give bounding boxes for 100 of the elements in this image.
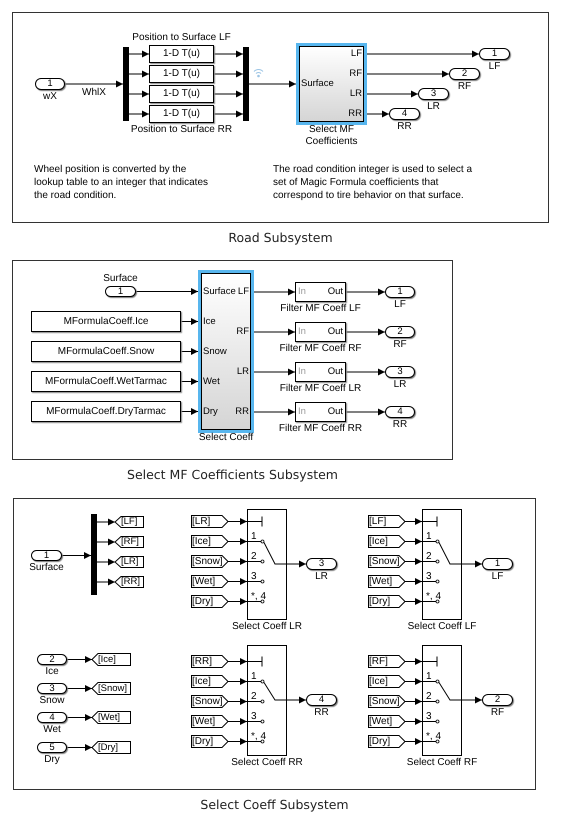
port-number: 1 — [44, 550, 50, 560]
signal-line — [128, 110, 150, 118]
port-label: 2 — [426, 690, 432, 702]
signal-line — [228, 538, 248, 545]
from-tag — [191, 575, 228, 588]
port-number: 3 — [397, 367, 403, 377]
signal-line — [128, 90, 150, 98]
panel-caption: Select MF Coefficients Subsystem — [127, 466, 338, 484]
signal-line — [254, 368, 296, 376]
from-tag — [368, 515, 405, 528]
signal-line — [366, 90, 418, 98]
port-label: *, 4 — [251, 730, 266, 742]
signal-line — [404, 738, 422, 745]
from-tag — [368, 735, 405, 748]
signal-line — [180, 408, 198, 415]
block-caption: Select MF Coefficients — [304, 124, 359, 148]
from-tag — [191, 515, 228, 528]
tag-label: [Snow] — [191, 556, 223, 566]
port-label: 2 — [251, 690, 257, 702]
table-label: 1-D T(u) — [162, 89, 200, 99]
port-label: In — [298, 326, 306, 337]
tag-label: [Wet] — [191, 716, 216, 726]
signal-line — [180, 348, 198, 355]
goto-tag — [92, 682, 131, 695]
edge-label: WhlX — [81, 87, 107, 98]
signal-line — [66, 744, 92, 751]
tag-label: [Snow] — [97, 684, 128, 694]
block-caption: LF — [488, 61, 500, 73]
port-label: Out — [328, 406, 343, 417]
from-tag — [191, 695, 228, 708]
port-number: 1 — [397, 287, 403, 297]
signal-line — [96, 538, 116, 546]
port-label: RR — [235, 406, 249, 417]
table-label: 1-D T(u) — [162, 109, 200, 119]
block-caption: Dry — [44, 754, 60, 766]
block-caption: wX — [43, 91, 57, 103]
signal-line — [96, 578, 116, 586]
constant-block — [31, 401, 181, 422]
block-caption: Filter MF Coeff LR — [280, 383, 362, 395]
from-tag — [368, 675, 405, 688]
tag-label: [Dry] — [368, 596, 390, 606]
signal-line — [366, 50, 480, 58]
constant-block — [31, 371, 181, 392]
port-number: 1 — [492, 49, 498, 59]
port-label: Out — [328, 286, 343, 297]
tag-label: [Wet] — [368, 576, 392, 586]
block-caption: RR — [392, 419, 408, 431]
goto-tag — [115, 536, 144, 548]
signal-line — [66, 714, 92, 721]
signal-line — [228, 518, 248, 525]
port-label: LR — [350, 88, 362, 99]
block-caption: Filter MF Coeff LF — [280, 303, 361, 315]
block-caption: LR — [394, 379, 406, 391]
block-caption: Snow — [40, 695, 64, 707]
tag-label: [Snow] — [191, 696, 223, 706]
port-label: 1 — [426, 530, 432, 542]
tag-label: [LF] — [368, 516, 386, 526]
from-tag — [368, 655, 405, 668]
tag-label: [Dry] — [191, 736, 214, 746]
from-tag — [191, 715, 228, 728]
signal-line — [366, 70, 450, 78]
signal-line — [96, 518, 116, 526]
from-tag — [191, 535, 228, 548]
port-label: In — [298, 366, 306, 377]
port-number: 3 — [318, 559, 324, 569]
tag-label: [RF] — [120, 537, 139, 547]
from-tag — [368, 555, 405, 568]
port-label: In — [298, 406, 306, 417]
signal-line — [404, 578, 422, 585]
port-label: Snow — [203, 346, 227, 356]
port-label: 1 — [251, 670, 257, 682]
block-caption: Select Coeff RF — [406, 757, 478, 769]
signal-line — [228, 698, 248, 705]
signal-line — [128, 50, 150, 58]
constant-block — [31, 311, 181, 332]
signal-line — [136, 288, 198, 295]
constant-label: MFormulaCoeff.Ice — [64, 316, 148, 326]
port-label: 2 — [251, 550, 257, 562]
port-number: 4 — [318, 695, 324, 705]
signal-line — [214, 50, 244, 58]
port-label: 1 — [426, 670, 432, 682]
signal-line — [346, 368, 386, 376]
signal-line — [66, 685, 92, 692]
from-tag — [191, 655, 228, 668]
mux-bar — [243, 47, 249, 121]
tag-label: [Dry] — [97, 742, 118, 752]
tag-label: [Ice] — [368, 676, 388, 686]
signal-line — [228, 718, 248, 725]
signal-line — [64, 80, 124, 88]
port-label: Dry — [203, 406, 218, 416]
port-label: 3 — [426, 570, 432, 582]
constant-label: MFormulaCoeff.Snow — [58, 346, 154, 356]
port-number: 2 — [397, 327, 403, 337]
tag-label: [RF] — [368, 656, 388, 666]
block-caption: LR — [315, 571, 328, 583]
signal-line — [228, 558, 248, 565]
lookup-table-block — [149, 65, 214, 83]
port-label: RF — [349, 68, 362, 79]
tag-label: [Ice] — [191, 676, 211, 686]
constant-label: MFormulaCoeff.DryTarmac — [46, 406, 166, 416]
